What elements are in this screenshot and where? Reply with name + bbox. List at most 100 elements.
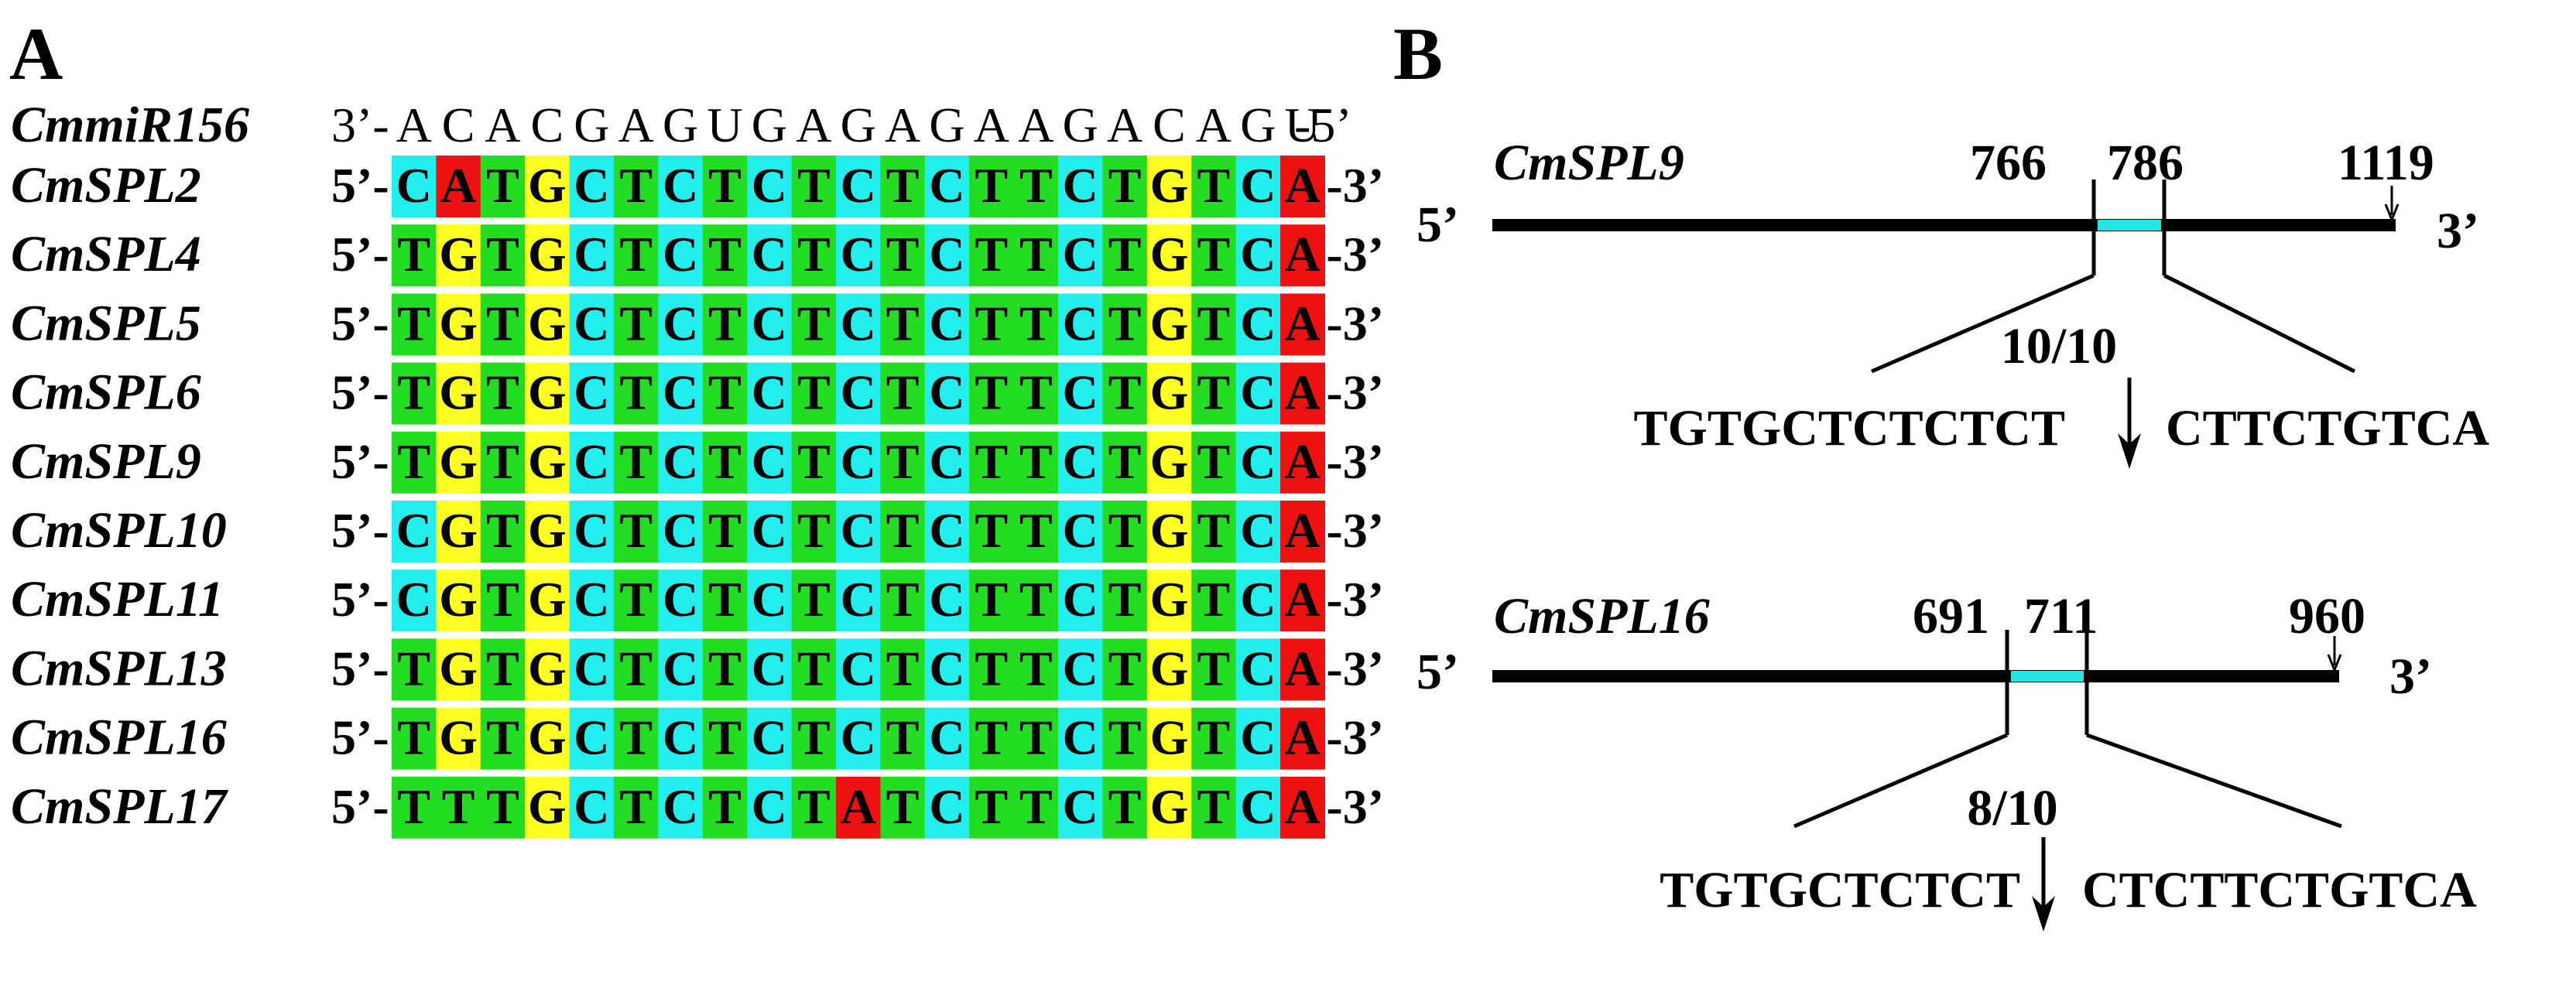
base-letter: T: [975, 710, 1009, 765]
base-cell: [836, 362, 881, 425]
base-letter: T: [797, 296, 831, 350]
base-cell: [924, 569, 970, 632]
base-cell: [836, 224, 881, 287]
base-cell: [614, 293, 659, 356]
base-cell: [1058, 362, 1103, 425]
base-cell: [614, 501, 659, 562]
base-cell: [1146, 776, 1192, 839]
base-cell: [525, 431, 570, 494]
base-letter: T: [975, 503, 1009, 558]
base-cell: [836, 501, 881, 562]
base-cell: [436, 776, 481, 839]
base-letter: T: [486, 434, 519, 489]
base-letter: C: [663, 710, 698, 765]
base-cell: [747, 776, 793, 839]
base-letter: C: [929, 365, 964, 420]
base-cell: [525, 224, 570, 287]
base-letter: T: [1197, 779, 1231, 834]
five-prime-label: 5’-: [331, 296, 389, 350]
mirna-base: A: [1018, 97, 1053, 152]
base-cell: [525, 638, 570, 701]
base-cell: [392, 569, 437, 632]
base-cell: [747, 638, 793, 701]
base-letter: T: [486, 572, 519, 627]
base-letter: T: [619, 779, 653, 834]
base-letter: C: [929, 572, 964, 627]
base-cell: [569, 569, 615, 632]
base-cell: [1235, 638, 1281, 701]
base-cell: [1013, 362, 1059, 425]
base-cell: [436, 501, 481, 562]
base-letter: C: [841, 158, 876, 213]
base-cell: [1235, 224, 1281, 287]
base-letter: C: [841, 710, 876, 765]
mirna-base: G: [1240, 97, 1276, 152]
base-cell: [702, 362, 748, 425]
mirna-base: G: [929, 97, 964, 152]
base-cell: [1146, 293, 1192, 356]
base-cell: [1235, 156, 1281, 217]
base-cell: [1102, 293, 1148, 356]
base-cell: [791, 431, 837, 494]
gene-name: CmSPL17: [11, 778, 229, 835]
base-letter: A: [1285, 434, 1321, 489]
base-cell: [836, 776, 881, 839]
base-cell: [614, 431, 659, 494]
base-cell: [1013, 501, 1059, 562]
base-letter: G: [528, 710, 567, 765]
base-letter: T: [1019, 641, 1053, 696]
base-cell: [1146, 569, 1192, 632]
five-prime-label: 5’-: [331, 365, 389, 420]
cmspl9-zoom-line-left: [1871, 273, 2095, 374]
base-letter: C: [1240, 641, 1276, 696]
base-cell: [747, 431, 793, 494]
base-letter: T: [1108, 572, 1142, 627]
base-cell: [658, 707, 704, 770]
base-letter: T: [797, 227, 831, 282]
base-letter: A: [1285, 296, 1321, 350]
base-letter: C: [1063, 710, 1098, 765]
base-letter: G: [1150, 779, 1189, 834]
cmspl16-right-sequence: CTCTTCTGTCA: [2082, 862, 2477, 918]
base-letter: T: [1108, 710, 1142, 765]
base-cell: [525, 776, 570, 839]
base-cell: [1191, 362, 1237, 425]
base-cell: [791, 776, 837, 839]
three-prime-label: -3’: [1326, 227, 1384, 282]
base-letter: C: [663, 296, 698, 350]
base-cell: [525, 707, 570, 770]
base-letter: C: [574, 365, 609, 420]
base-cell: [436, 707, 481, 770]
base-cell: [614, 362, 659, 425]
base-cell: [569, 707, 615, 770]
mirna-base: U: [707, 97, 742, 152]
base-cell: [747, 224, 793, 287]
cmspl16-five-prime: 5’: [1416, 644, 1459, 700]
base-letter: G: [439, 365, 478, 420]
base-cell: [836, 707, 881, 770]
base-cell: [1013, 638, 1059, 701]
base-letter: G: [439, 227, 478, 282]
base-cell: [747, 293, 793, 356]
base-cell: [880, 431, 926, 494]
base-cell: [1146, 156, 1192, 217]
base-letter: T: [486, 641, 519, 696]
mirna-base: C: [531, 97, 564, 152]
base-cell: [969, 362, 1015, 425]
five-prime-label: 5’-: [331, 641, 389, 696]
base-letter: G: [439, 503, 478, 558]
base-cell: [1235, 293, 1281, 356]
base-cell: [436, 224, 481, 287]
base-cell: [392, 431, 437, 494]
base-letter: T: [619, 434, 653, 489]
base-letter: C: [574, 227, 609, 282]
mirna-base: U: [1285, 97, 1321, 152]
base-letter: C: [1063, 641, 1098, 696]
base-cell: [658, 224, 704, 287]
base-letter: C: [663, 572, 698, 627]
base-letter: T: [486, 779, 519, 834]
base-letter: G: [439, 572, 478, 627]
base-letter: C: [1063, 779, 1098, 834]
